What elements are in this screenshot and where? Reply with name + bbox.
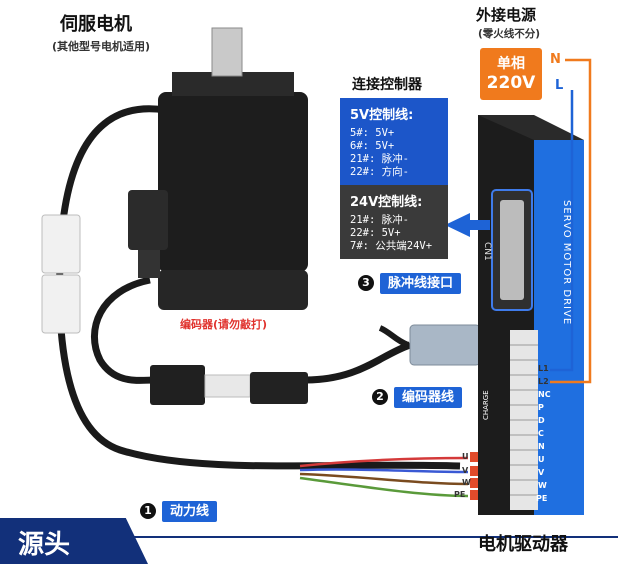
v24-line: 21#: 脉冲- [350, 214, 409, 226]
power-source-subtitle: (零火线不分) [478, 28, 541, 40]
pulse-port-callout: 3 脉冲线接口 [358, 272, 462, 294]
voltage-badge: 单相 220V [480, 48, 542, 100]
encoder-cable-callout: 2 编码器线 [372, 386, 463, 408]
v24-line: 22#: 5V+ [350, 227, 401, 239]
l-label: L [555, 78, 564, 93]
charge-label: CHARGE [482, 390, 490, 420]
pulse-port-label: 脉冲线接口 [380, 273, 462, 294]
driver-terminal-label: D [538, 416, 545, 425]
driver-terminal-label: W [538, 481, 547, 490]
controller-title: 连接控制器 [352, 77, 422, 93]
driver-terminal-label: L2 [538, 377, 549, 386]
driver-terminal-label: V [538, 468, 545, 477]
driver-terminal-label: L1 [538, 364, 549, 373]
cn1-label: CN1 [482, 242, 492, 261]
v5-line: 6#: 5V+ [350, 140, 395, 152]
v24-panel: 24V控制线: 21#: 脉冲- 22#: 5V+ 7#: 公共端24V+ [340, 185, 448, 259]
voltage-badge-line1: 单相 [497, 56, 525, 72]
driver-terminal-label: P [538, 403, 544, 412]
power-cable-label: 动力线 [162, 501, 218, 522]
wire-label: PE [454, 490, 466, 499]
driver-terminal-label: U [538, 455, 545, 464]
driver-title: 电机驱动器 [478, 534, 568, 555]
voltage-badge-line2: 220V [486, 73, 536, 93]
v5-panel: 5V控制线: 5#: 5V+ 6#: 5V+ 21#: 脉冲- 22#: 方向- [340, 98, 448, 185]
panel-arrow [445, 213, 490, 237]
wire-label: V [462, 466, 469, 475]
callout-number: 2 [372, 388, 388, 405]
encoder-cable-label: 编码器线 [394, 387, 463, 408]
banner-rule [120, 536, 618, 538]
v5-line: 22#: 方向- [350, 166, 409, 178]
controller-panel: 5V控制线: 5#: 5V+ 6#: 5V+ 21#: 脉冲- 22#: 方向-… [340, 98, 448, 259]
callout-number: 3 [358, 274, 374, 291]
motor-title: 伺服电机 [60, 14, 132, 35]
driver-terminal-label: N [538, 442, 545, 451]
driver-blue-side [534, 140, 584, 515]
banner-text: 源头 [18, 530, 71, 560]
power-cable-path [56, 105, 461, 470]
motor-body [158, 92, 308, 272]
driver-terminal-label: NC [538, 390, 551, 399]
encoder-warning-label: 编码器(请勿敲打) [180, 318, 268, 331]
v5-title: 5V控制线: [350, 108, 414, 123]
wire-label: W [462, 478, 471, 487]
n-label: N [550, 52, 561, 67]
encoder-plug [409, 324, 481, 366]
callout-number: 1 [140, 502, 156, 519]
power-cable-callout: 1 动力线 [140, 500, 218, 522]
driver-side-text: SERVO MOTOR DRIVE [561, 200, 572, 326]
encoder-cable-path [90, 276, 156, 384]
power-connector-top [41, 214, 81, 274]
n-wire [550, 58, 592, 384]
v5-line: 21#: 脉冲- [350, 153, 409, 165]
v24-line: 7#: 公共端24V+ [350, 240, 433, 252]
v5-line: 5#: 5V+ [350, 127, 395, 139]
wire-label: U [462, 452, 469, 461]
power-source-title: 外接电源 [476, 6, 537, 24]
motor-shaft [211, 27, 243, 77]
driver-terminal-label: PE [536, 494, 548, 503]
driver-terminal-label: C [538, 429, 544, 438]
motor-subtitle: (其他型号电机适用) [52, 40, 151, 53]
l-wire [550, 90, 574, 372]
v24-title: 24V控制线: [350, 195, 423, 210]
bottom-banner: 源头 [0, 518, 148, 564]
power-connector-bottom [41, 274, 81, 334]
